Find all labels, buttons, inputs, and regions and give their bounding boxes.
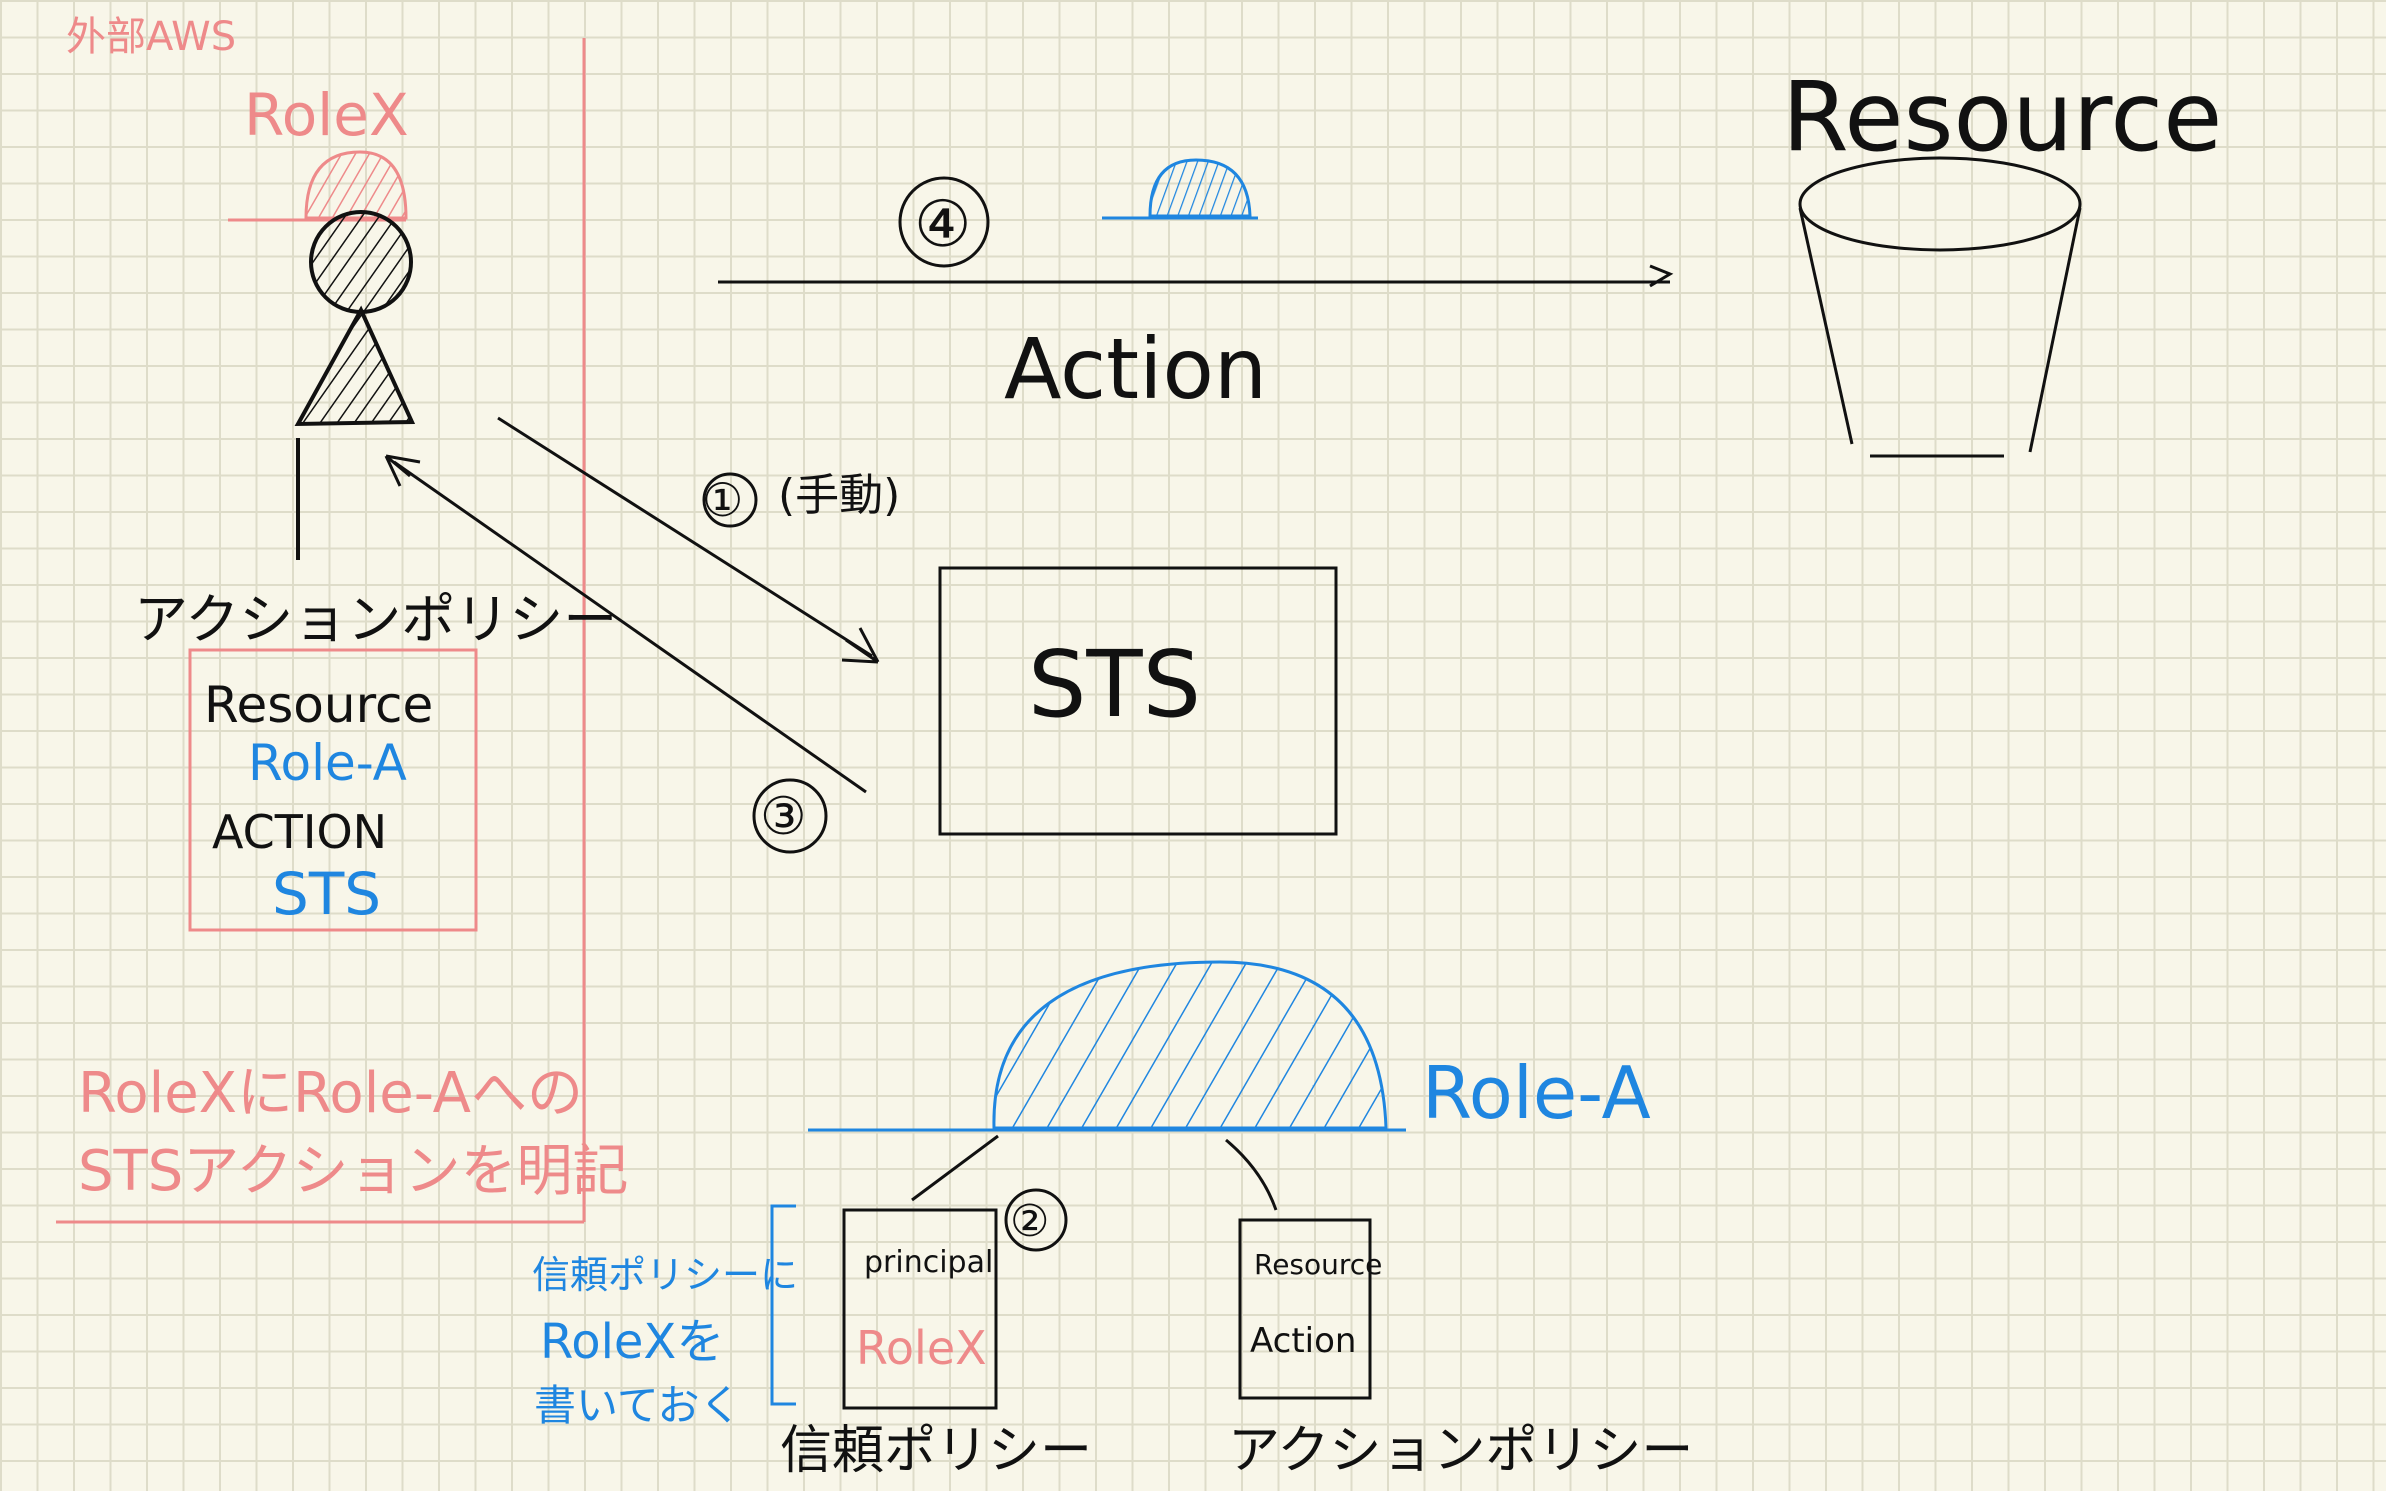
trust-policy-principal-value: RoleX (856, 1321, 987, 1375)
rolex-note-line2: STSアクションを明記 (78, 1139, 629, 1204)
step1-note: (手動) (778, 470, 900, 521)
role-a-policy-resource-label: Resource (1254, 1248, 1382, 1281)
role-a-policy-action-label: Action (1250, 1321, 1356, 1361)
trust-policy-principal-label: principal (864, 1245, 993, 1280)
resource-bucket-icon (1798, 156, 2082, 458)
role-a-connectors (911, 1134, 1278, 1211)
trust-policy-caption: 信頼ポリシー (780, 1421, 1092, 1481)
sts-label: STS (1028, 631, 1201, 738)
action-arrow (718, 264, 1674, 288)
role-a-action-policy-doc (1238, 1218, 1372, 1400)
step2-number: ② (1010, 1196, 1049, 1247)
rolex-policy-resource-value: Role-A (248, 734, 407, 792)
trust-policy-bracket (770, 1204, 796, 1406)
role-a-action-policy-caption: アクションポリシー (1228, 1421, 1693, 1481)
step4-marker (898, 176, 990, 268)
step4-number: ④ (914, 188, 971, 262)
rolex-policy-action-value: STS (272, 860, 381, 928)
trust-policy-doc (842, 1208, 998, 1410)
role-a-label: Role-A (1422, 1051, 1651, 1135)
rolex-note-line1: RoleXにRole-Aへの (78, 1061, 583, 1126)
rolex-action-policy-heading: アクションポリシー (134, 588, 617, 651)
resource-label: Resource (1782, 61, 2222, 173)
arrow-step3 (384, 454, 867, 794)
step1-marker (702, 472, 758, 528)
arrow-step1 (497, 416, 880, 664)
sts-box (938, 566, 1338, 836)
rolex-hat-icon (228, 150, 408, 222)
step1-number: ① (702, 473, 743, 527)
side-note-line1: 信頼ポリシーに (532, 1253, 798, 1297)
small-role-hat-icon (1102, 158, 1258, 220)
user-figure-icon (294, 210, 416, 560)
step3-marker (752, 778, 828, 854)
external-aws-zone: 外部AWS RoleX (56, 14, 586, 1224)
rolex-action-policy-box: Resource Role-A ACTION STS (188, 648, 478, 932)
rolex-policy-action-label: ACTION (212, 805, 387, 859)
action-label: Action (1004, 320, 1267, 418)
role-a-hat-icon (808, 960, 1406, 1132)
side-note-line3: 書いておく (534, 1381, 741, 1430)
step2-marker (1004, 1188, 1068, 1252)
rolex-label: RoleX (244, 81, 409, 149)
rolex-policy-resource-label: Resource (204, 676, 433, 734)
step3-number: ③ (760, 787, 807, 847)
external-aws-label: 外部AWS (66, 14, 236, 60)
side-note-line2: RoleXを (540, 1314, 724, 1370)
